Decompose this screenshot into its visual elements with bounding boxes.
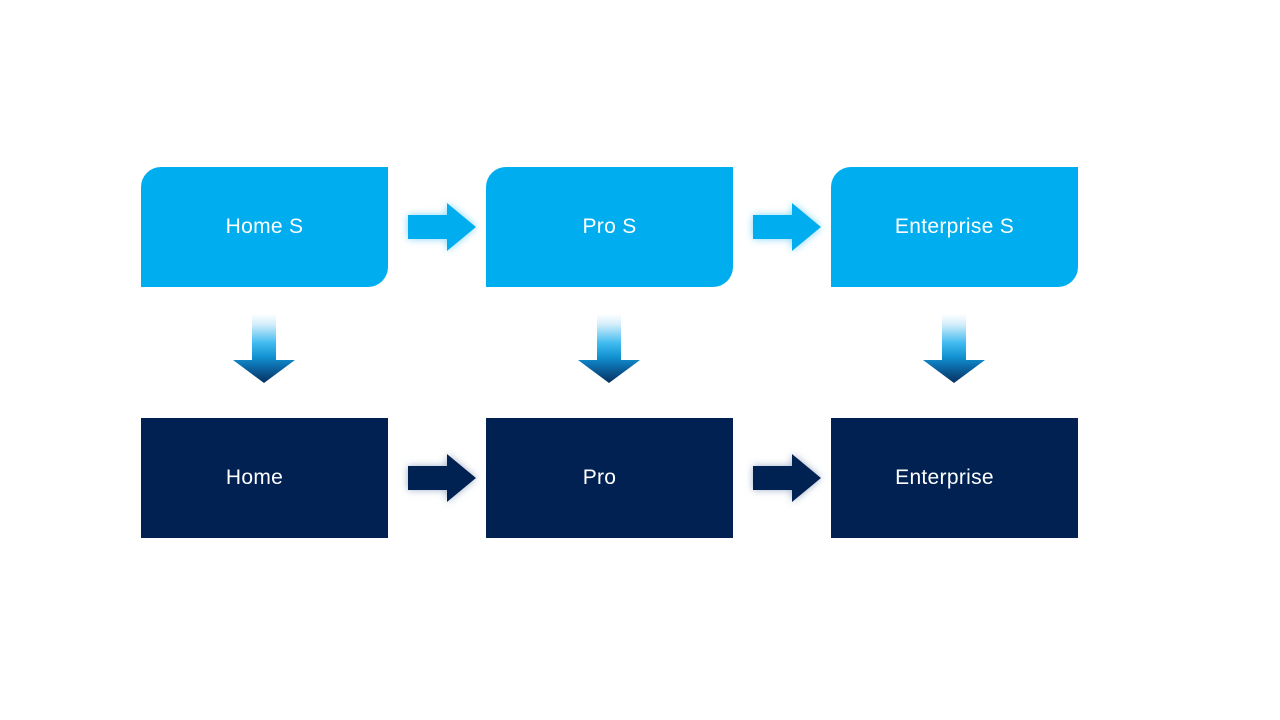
- down-arrow-icon: [233, 314, 295, 383]
- box-enterprise-label: Enterprise: [895, 466, 994, 489]
- right-arrow-icon: [753, 454, 821, 502]
- right-arrow-icon: [408, 454, 476, 502]
- box-home-s: Home S: [141, 167, 388, 287]
- right-arrow-icon: [753, 203, 821, 251]
- down-arrow-icon: [578, 314, 640, 383]
- box-enterprise-s-label: Enterprise S: [894, 215, 1015, 238]
- box-pro-label: Pro: [582, 466, 617, 489]
- box-pro-s-label: Pro S: [582, 215, 637, 238]
- down-arrow-icon: [923, 314, 985, 383]
- box-enterprise-s: Enterprise S: [831, 167, 1078, 287]
- box-pro-s: Pro S: [486, 167, 733, 287]
- right-arrow-icon: [408, 203, 476, 251]
- box-enterprise: Enterprise: [831, 418, 1078, 538]
- box-home-label: Home: [225, 466, 284, 489]
- box-home: Home: [141, 418, 388, 538]
- box-home-s-label: Home S: [225, 215, 304, 238]
- box-pro: Pro: [486, 418, 733, 538]
